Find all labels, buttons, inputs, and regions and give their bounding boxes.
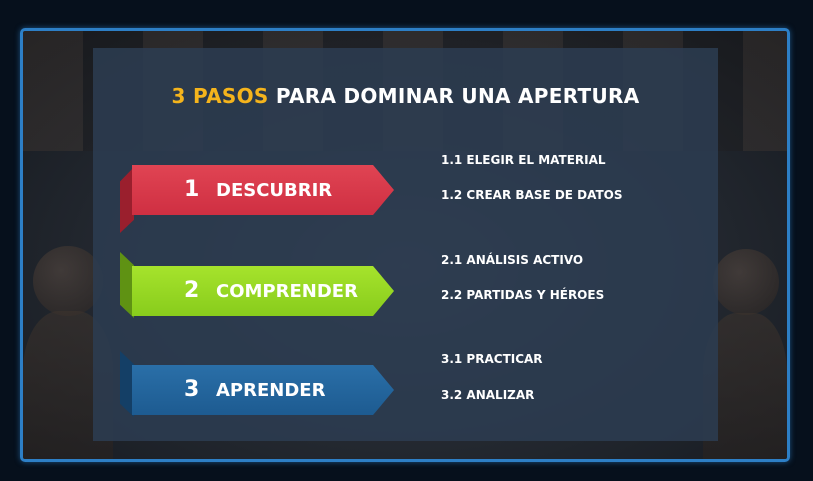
title-rest: PARA DOMINAR UNA APERTURA	[268, 84, 640, 108]
step-2-item-1: 2.1 ANÁLISIS ACTIVO	[441, 253, 584, 267]
step-label: DESCUBRIR	[216, 180, 333, 201]
step-1-item-1: 1.1 ELEGIR EL MATERIAL	[441, 153, 606, 167]
ribbon-arrow: 1 DESCUBRIR	[132, 165, 394, 215]
page-title: 3 PASOS PARA DOMINAR UNA APERTURA	[93, 84, 718, 108]
step-2-comprender: 2 COMPRENDER	[120, 252, 395, 320]
step-label: COMPRENDER	[216, 281, 358, 302]
pawn-background-right	[713, 249, 779, 315]
step-2-item-2: 2.2 PARTIDAS Y HÉROES	[441, 288, 605, 302]
step-number: 3	[184, 377, 200, 402]
title-accent: 3 PASOS	[171, 84, 269, 108]
ribbon-fold	[120, 252, 134, 318]
step-number: 1	[184, 177, 200, 202]
pawn-background-left	[33, 246, 103, 316]
video-frame: 3 PASOS PARA DOMINAR UNA APERTURA 1 DESC…	[20, 28, 790, 462]
step-1-item-2: 1.2 CREAR BASE DE DATOS	[441, 188, 623, 202]
ribbon-fold	[120, 167, 134, 233]
step-1-descubrir: 1 DESCUBRIR	[120, 165, 395, 233]
ribbon-arrow: 3 APRENDER	[132, 365, 394, 415]
step-number: 2	[184, 278, 200, 303]
step-label: APRENDER	[216, 380, 326, 401]
step-3-item-2: 3.2 ANALIZAR	[441, 388, 535, 402]
ribbon-arrow: 2 COMPRENDER	[132, 266, 394, 316]
infographic-panel: 3 PASOS PARA DOMINAR UNA APERTURA 1 DESC…	[93, 48, 718, 441]
step-3-item-1: 3.1 PRACTICAR	[441, 352, 543, 366]
step-3-aprender: 3 APRENDER	[120, 351, 395, 419]
ribbon-fold	[120, 351, 134, 417]
